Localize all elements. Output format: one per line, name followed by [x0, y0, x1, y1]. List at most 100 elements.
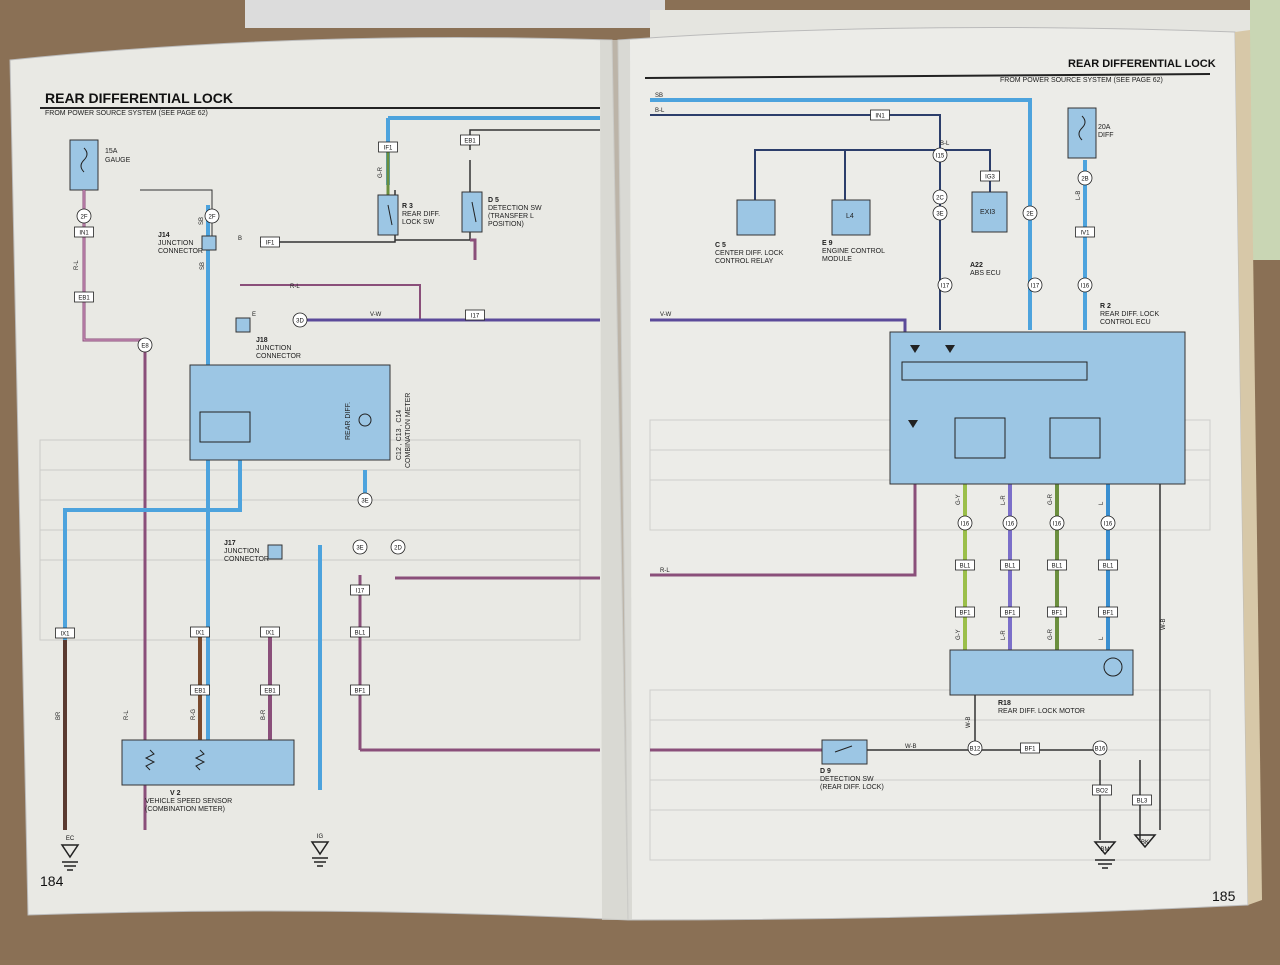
left-wire-label-9: R-L	[124, 710, 130, 720]
j17-line2: CONNECTOR	[224, 556, 269, 563]
left-ground-symbols	[60, 841, 330, 871]
vss-resistor-icon-1	[144, 749, 156, 771]
d9-switch-icon	[834, 745, 853, 753]
d9-line1: DETECTION SW	[820, 776, 874, 783]
left-connector-2d-20: 2D	[390, 539, 406, 555]
e9-line1: ENGINE CONTROL	[822, 248, 886, 255]
j17-code: J17	[224, 540, 236, 547]
svg-text:2C: 2C	[936, 196, 944, 202]
right-wire-label-4: R-L	[660, 568, 670, 574]
svg-text:2B: 2B	[1081, 177, 1088, 183]
left-connector-e8-7: E8	[137, 337, 153, 353]
meter-name: COMBINATION METER	[405, 392, 412, 468]
left-wire-label-7: R-G	[191, 709, 197, 720]
v2-code: V 2	[170, 790, 181, 797]
svg-text:BF1: BF1	[959, 611, 971, 617]
svg-text:I17: I17	[356, 589, 365, 595]
right-connector-in1-0: IN1	[870, 109, 890, 121]
left-wire-label-2: G-R	[378, 166, 384, 178]
right-wb-wires	[855, 480, 1161, 840]
right-connector-bl1-16: BL1	[1000, 559, 1020, 571]
svg-text:I16: I16	[1081, 284, 1090, 290]
right-connector-i16-12: I16	[1002, 515, 1018, 531]
svg-text:BL1: BL1	[355, 631, 366, 637]
right-connector-bf1-19: BF1	[955, 606, 975, 618]
right-wire-label-5: W-B	[905, 744, 917, 750]
left-fuse-box	[69, 139, 99, 191]
svg-text:EB1: EB1	[194, 689, 206, 695]
a22-pin: EXI3	[980, 209, 996, 216]
left-source-note: FROM POWER SOURCE SYSTEM (SEE PAGE 62)	[45, 110, 208, 117]
left-connector-eb1-13: EB1	[190, 684, 210, 696]
ecu-logic-block	[901, 361, 1088, 381]
right-connector-bl1-17: BL1	[1047, 559, 1067, 571]
j17-connector-box	[267, 544, 283, 560]
j18-connector-box	[235, 317, 251, 333]
c5-line1: CENTER DIFF. LOCK	[715, 250, 784, 257]
right-source-note: FROM POWER SOURCE SYSTEM (SEE PAGE 62)	[1000, 77, 1163, 84]
svg-text:BF1: BF1	[1102, 611, 1114, 617]
right-wire-label-7: G-Y	[956, 494, 962, 505]
ecu-diode-1	[910, 345, 920, 353]
svg-text:BF1: BF1	[1051, 611, 1063, 617]
svg-text:I16: I16	[1053, 522, 1062, 528]
svg-text:EB1: EB1	[464, 139, 476, 145]
d5-line2: (TRANSFER L	[488, 213, 534, 220]
left-connector-2f-0: 2F	[76, 208, 92, 224]
ecu-diode-3	[908, 420, 918, 428]
left-connector-2f-1: 2F	[204, 208, 220, 224]
right-connector-bf1-22: BF1	[1098, 606, 1118, 618]
j18-line2: CONNECTOR	[256, 353, 301, 360]
rear-diff-lock-motor-box	[949, 649, 1134, 696]
right-wire-label-0: SB	[655, 93, 663, 99]
right-wire-label-13: G-Y	[956, 629, 962, 640]
left-connector-3e-18: 3E	[357, 492, 373, 508]
right-connector-2b-10: 2B	[1077, 170, 1093, 186]
j18-code: J18	[256, 337, 268, 344]
right-page-number: 185	[1212, 888, 1236, 904]
left-wire-label-11: E	[252, 312, 256, 318]
svg-text:BO2: BO2	[1096, 789, 1109, 795]
svg-text:EB1: EB1	[264, 689, 276, 695]
left-connector-ix1-10: IX1	[55, 627, 75, 639]
right-title-rule	[644, 73, 1211, 79]
r2-line1: REAR DIFF. LOCK	[1100, 311, 1160, 318]
right-connector-bl1-18: BL1	[1098, 559, 1118, 571]
right-connector-bl3-27: BL3	[1132, 794, 1152, 806]
ground-bk-label: BK	[1141, 840, 1149, 846]
left-wire-label-0: R-L	[74, 260, 80, 270]
j18-line1: JUNCTION	[256, 345, 292, 352]
left-connector-if1-4: IF1	[260, 236, 280, 248]
svg-text:2E: 2E	[1026, 212, 1033, 218]
right-fuse-icon	[1078, 115, 1086, 141]
d5-line3: POSITION)	[488, 221, 524, 228]
v2-line2: (COMBINATION METER)	[145, 806, 225, 813]
svg-text:IX1: IX1	[195, 631, 205, 637]
r2-code: R 2	[1100, 303, 1111, 310]
svg-text:IX1: IX1	[60, 632, 70, 638]
svg-text:IF1: IF1	[266, 241, 275, 247]
svg-text:BF1: BF1	[1024, 747, 1036, 753]
svg-text:2D: 2D	[394, 546, 402, 552]
j14-line1: JUNCTION	[158, 240, 194, 247]
svg-text:BF1: BF1	[1004, 611, 1016, 617]
left-page-number: 184	[40, 873, 64, 889]
svg-text:2F: 2F	[80, 215, 87, 221]
left-connector-ix1-11: IX1	[190, 626, 210, 638]
meter-code: C12 , C13 , C14	[396, 409, 403, 460]
left-connector-eb1-14: EB1	[260, 684, 280, 696]
meter-lamp-label: REAR DIFF.	[345, 401, 352, 440]
svg-text:I16: I16	[1104, 522, 1113, 528]
right-wire-label-9: G-R	[1048, 493, 1054, 505]
ground-ig-label: IG	[317, 834, 324, 840]
svg-text:3E: 3E	[361, 499, 368, 505]
svg-text:BF1: BF1	[354, 689, 366, 695]
right-connector-i15-1: I15	[932, 147, 948, 163]
right-connector-i17-6: I17	[937, 277, 953, 293]
left-wire-label-6: BR	[56, 711, 62, 720]
e9-code: E 9	[822, 240, 833, 247]
left-wire-label-8: B-R	[261, 709, 267, 720]
left-wire-label-4: V-W	[370, 312, 382, 318]
